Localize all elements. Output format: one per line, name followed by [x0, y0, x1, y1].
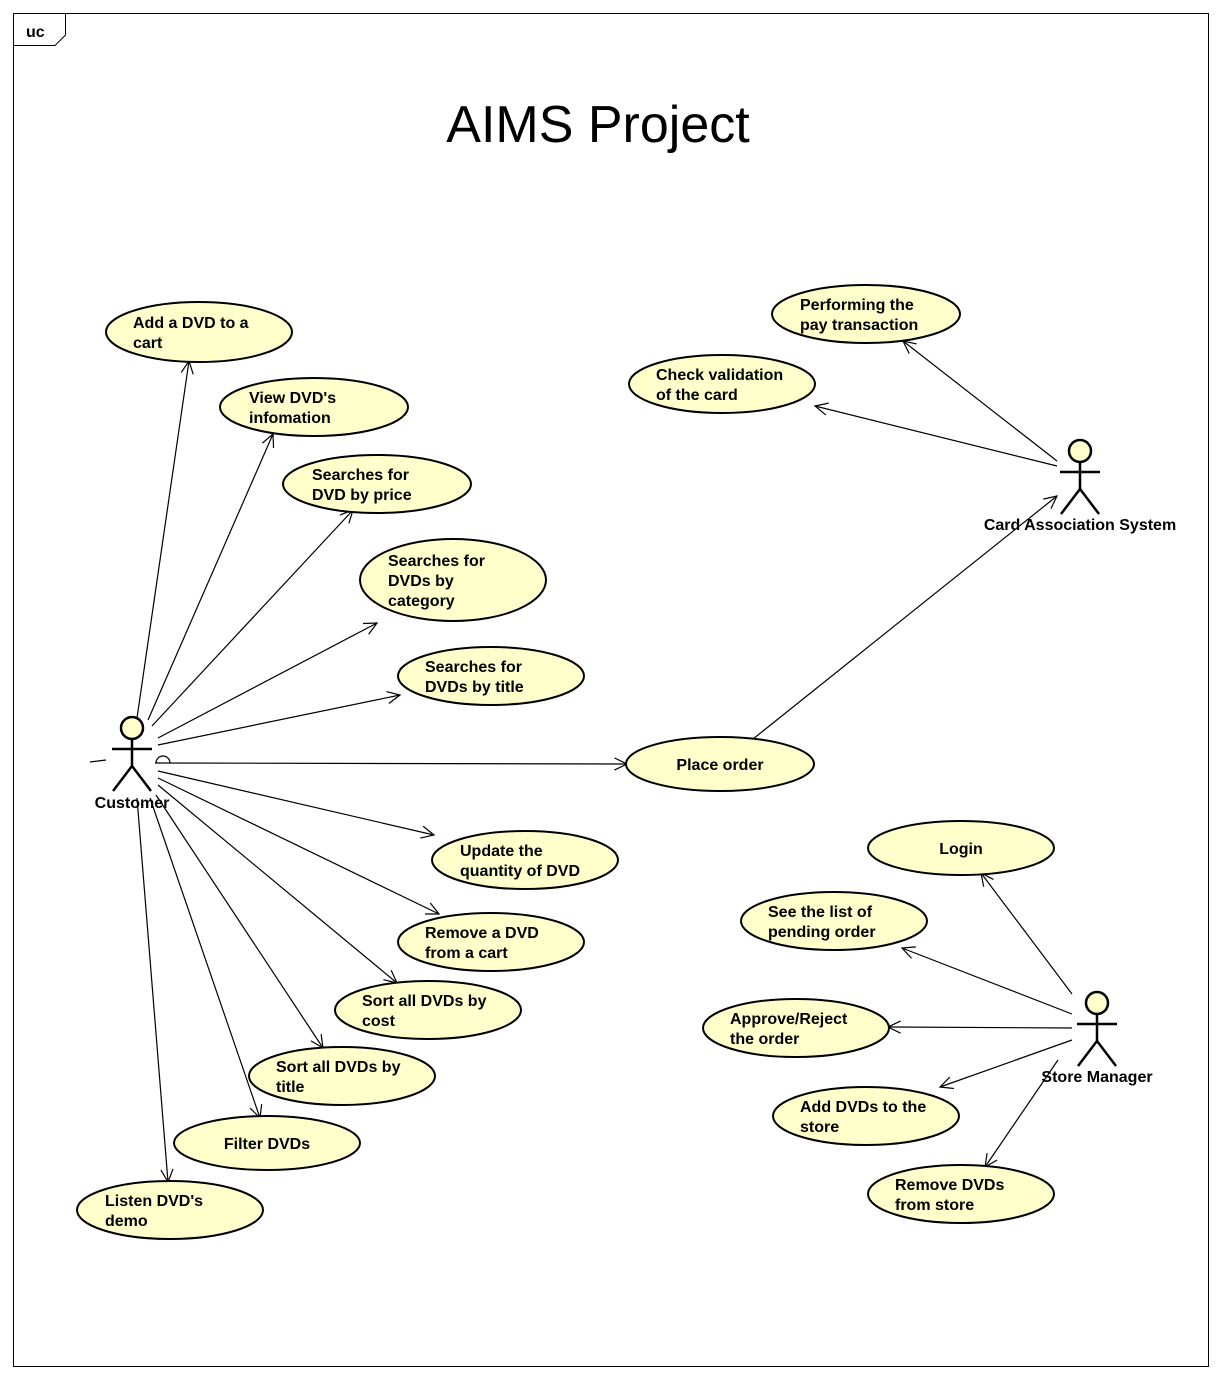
frame-tag: uc — [26, 24, 45, 41]
arrowhead — [386, 691, 402, 704]
use-case-label: Login — [939, 841, 983, 858]
use-case-sort-cost[interactable]: Sort all DVDs by cost — [334, 980, 522, 1040]
use-case-label: Add DVDs to the — [800, 1099, 926, 1116]
actor-label: Store Manager — [1041, 1069, 1152, 1086]
use-case-label: Remove a DVD — [425, 925, 539, 942]
actor-label: Card Association System — [984, 517, 1176, 534]
association-place_order-card — [752, 495, 1059, 740]
associations-layer — [89, 340, 1073, 1184]
use-case-pending[interactable]: See the list of pending order — [740, 891, 928, 951]
use-case-label: Searches for — [388, 553, 485, 570]
use-case-label: Approve/Reject — [730, 1011, 848, 1028]
association-customer-search_category — [157, 622, 379, 739]
use-case-label: DVDs by — [388, 573, 454, 590]
actor-label: Customer — [95, 795, 170, 812]
use-case-check-card[interactable]: Check validation of the card — [628, 354, 816, 414]
use-case-add-dvd-cart[interactable]: Add a DVD to a cart — [105, 301, 293, 363]
use-case-label: Performing the — [800, 297, 914, 314]
use-case-label: Sort all DVDs by — [362, 993, 487, 1010]
use-case-approve[interactable]: Approve/Reject the order — [702, 998, 890, 1058]
use-case-label: Add a DVD to a — [133, 315, 249, 332]
actor-stick-figure-icon — [1060, 438, 1100, 515]
diagram-title: AIMS Project — [446, 96, 750, 154]
actor-customer[interactable]: Customer — [95, 715, 170, 812]
use-case-label: Check validation — [656, 367, 783, 384]
use-case-label: Listen DVD's — [105, 1193, 203, 1210]
actor-stick-figure-icon — [112, 715, 152, 792]
use-case-add-store[interactable]: Add DVDs to the store — [772, 1086, 960, 1146]
use-case-pay-tx[interactable]: Performing the pay transaction — [771, 284, 961, 344]
use-case-label: Place order — [676, 757, 763, 774]
use-case-remove-cart[interactable]: Remove a DVD from a cart — [397, 912, 585, 972]
use-case-label: pay transaction — [800, 317, 918, 334]
use-case-label: Remove DVDs — [895, 1177, 1004, 1194]
use-case-label: Searches for — [425, 659, 522, 676]
actor-stick-figure-icon — [1077, 990, 1117, 1067]
arrowhead — [938, 1076, 954, 1090]
actor-card[interactable]: Card Association System — [984, 438, 1176, 534]
use-case-label: store — [800, 1119, 839, 1136]
use-case-label: infomation — [249, 410, 331, 427]
use-case-view-info[interactable]: View DVD's infomation — [219, 377, 409, 437]
arrowhead — [1043, 495, 1059, 509]
arrowhead — [362, 622, 379, 635]
use-case-label: of the card — [656, 387, 738, 404]
use-case-label: Filter DVDs — [224, 1136, 310, 1153]
actor-manager[interactable]: Store Manager — [1041, 990, 1153, 1086]
arrowhead — [424, 902, 441, 915]
use-case-label: Searches for — [312, 467, 409, 484]
use-case-label: the order — [730, 1031, 799, 1048]
arrowhead — [813, 402, 829, 416]
use-case-remove-store[interactable]: Remove DVDs from store — [867, 1164, 1055, 1224]
use-case-place-order[interactable]: Place order — [625, 736, 815, 792]
use-case-label: from a cart — [425, 945, 508, 962]
use-case-label: title — [276, 1079, 305, 1096]
use-case-label: Sort all DVDs by — [276, 1059, 401, 1076]
use-case-label: Update the — [460, 843, 543, 860]
diagram-frame — [13, 13, 1209, 1367]
use-case-listen-demo[interactable]: Listen DVD's demo — [76, 1180, 264, 1240]
frame-tag-box — [13, 13, 66, 46]
use-case-label: See the list of — [768, 904, 873, 921]
use-case-label: category — [388, 593, 455, 610]
customer-connector-arc — [155, 755, 171, 764]
use-case-label: View DVD's — [249, 390, 336, 407]
use-case-label: cost — [362, 1013, 396, 1030]
use-case-label: from store — [895, 1197, 974, 1214]
use-case-label: demo — [105, 1213, 148, 1230]
use-case-label: pending order — [768, 924, 876, 941]
use-case-label: DVD by price — [312, 487, 412, 504]
association-customer-update_qty — [157, 770, 436, 839]
association-customer-search_title — [157, 691, 402, 746]
association-manager-add_store — [938, 1039, 1073, 1090]
use-case-update-qty[interactable]: Update the quantity of DVD — [431, 830, 619, 890]
use-case-label: DVDs by title — [425, 679, 524, 696]
use-case-login[interactable]: Login — [867, 820, 1055, 876]
association-manager-pending — [900, 946, 1073, 1015]
arrowhead — [900, 946, 917, 959]
use-case-sort-title[interactable]: Sort all DVDs by title — [248, 1046, 436, 1106]
arrowhead — [420, 825, 436, 839]
use-case-filter[interactable]: Filter DVDs — [173, 1115, 361, 1171]
use-case-label: cart — [133, 335, 163, 352]
association-card-check_card — [813, 402, 1058, 467]
use-case-label: quantity of DVD — [460, 863, 580, 880]
association-customer-remove_cart — [157, 777, 441, 915]
